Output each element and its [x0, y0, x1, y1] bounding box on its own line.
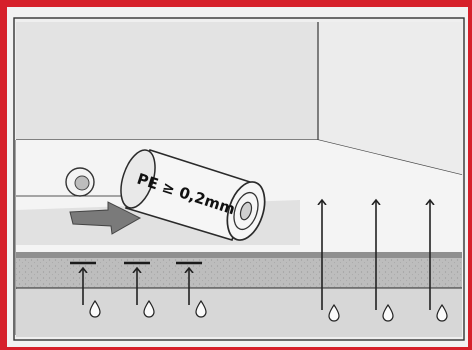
slab-top-edge — [16, 252, 462, 258]
pipe-end-icon — [66, 168, 94, 196]
back-wall — [16, 22, 318, 140]
